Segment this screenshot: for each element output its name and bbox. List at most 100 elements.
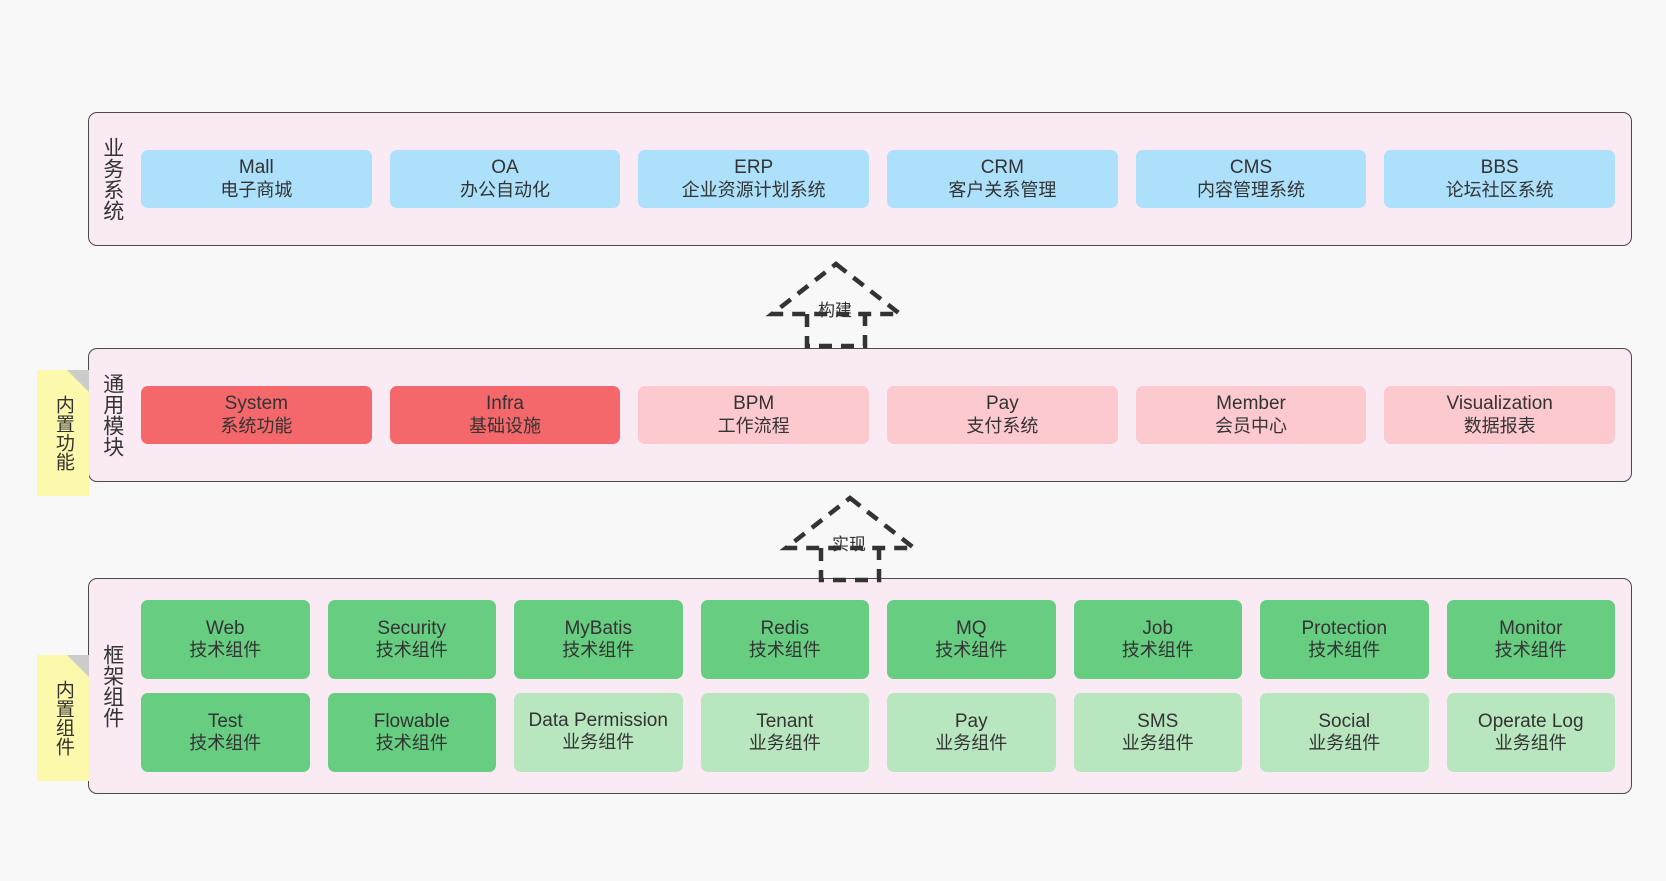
card-title-en: ERP bbox=[734, 157, 774, 179]
card-title-cn: 技术组件 bbox=[375, 733, 448, 754]
card-visualization[interactable]: Visualization 数据报表 bbox=[1384, 386, 1616, 444]
card-title-en: CRM bbox=[980, 157, 1024, 179]
note-builtin-feature: 内置功能 bbox=[37, 370, 89, 496]
card-bbs[interactable]: BBS 论坛社区系统 bbox=[1384, 150, 1616, 208]
card-title-cn: 技术组件 bbox=[375, 640, 448, 661]
connector-implement: 实现 bbox=[766, 492, 926, 584]
card-oa[interactable]: OA 办公自动化 bbox=[389, 150, 621, 208]
card-pay-biz[interactable]: Pay 业务组件 bbox=[887, 693, 1056, 772]
card-title-cn: 论坛社区系统 bbox=[1445, 179, 1554, 200]
layer-body-framework-component: Web 技术组件 Security 技术组件 MyBatis 技术组件 Redi… bbox=[135, 579, 1631, 793]
card-title-en: Visualization bbox=[1446, 393, 1553, 415]
layer-business-system: 业务系统 Mall 电子商城 OA 办公自动化 ERP 企业资源计划系统 CRM… bbox=[88, 112, 1632, 246]
card-cms[interactable]: CMS 内容管理系统 bbox=[1135, 150, 1367, 208]
card-crm[interactable]: CRM 客户关系管理 bbox=[887, 150, 1118, 208]
card-title-cn: 技术组件 bbox=[562, 640, 635, 661]
card-title-cn: 内容管理系统 bbox=[1197, 179, 1306, 200]
card-mall[interactable]: Mall 电子商城 bbox=[141, 150, 372, 208]
card-title-cn: 技术组件 bbox=[1308, 640, 1381, 661]
card-title-en: Protection bbox=[1301, 617, 1388, 639]
card-title-cn: 技术组件 bbox=[1494, 640, 1567, 661]
card-title-cn: 数据报表 bbox=[1463, 415, 1536, 436]
card-row: Mall 电子商城 OA 办公自动化 ERP 企业资源计划系统 CRM 客户关系… bbox=[141, 150, 1616, 208]
card-title-cn: 系统功能 bbox=[220, 415, 293, 436]
card-title-en: Mall bbox=[238, 157, 274, 179]
card-title-cn: 技术组件 bbox=[935, 640, 1008, 661]
card-title-cn: 电子商城 bbox=[220, 179, 293, 200]
connector-build: 构建 bbox=[752, 258, 912, 350]
card-tenant[interactable]: Tenant 业务组件 bbox=[700, 693, 869, 772]
card-security[interactable]: Security 技术组件 bbox=[327, 600, 496, 679]
layer-title-common-module: 通用模块 bbox=[100, 373, 124, 457]
card-bpm[interactable]: BPM 工作流程 bbox=[638, 386, 870, 444]
layer-body-business-system: Mall 电子商城 OA 办公自动化 ERP 企业资源计划系统 CRM 客户关系… bbox=[135, 113, 1631, 245]
card-title-cn: 客户关系管理 bbox=[948, 179, 1057, 200]
card-title-en: Flowable bbox=[373, 710, 450, 732]
card-title-cn: 工作流程 bbox=[717, 415, 790, 436]
card-title-cn: 业务组件 bbox=[562, 731, 635, 752]
card-operate-log[interactable]: Operate Log 业务组件 bbox=[1446, 693, 1615, 772]
card-title-en: BPM bbox=[733, 393, 775, 415]
card-row: Web 技术组件 Security 技术组件 MyBatis 技术组件 Redi… bbox=[141, 600, 1615, 679]
card-title-en: Social bbox=[1318, 710, 1371, 732]
card-test[interactable]: Test 技术组件 bbox=[141, 693, 310, 772]
card-system[interactable]: System 系统功能 bbox=[141, 386, 372, 444]
card-monitor[interactable]: Monitor 技术组件 bbox=[1446, 600, 1615, 679]
card-title-en: Web bbox=[205, 617, 245, 639]
note-label: 内置组件 bbox=[52, 680, 74, 756]
card-title-cn: 业务组件 bbox=[748, 733, 821, 754]
card-title-cn: 办公自动化 bbox=[460, 179, 550, 200]
card-title-en: SMS bbox=[1137, 710, 1179, 732]
card-member[interactable]: Member 会员中心 bbox=[1135, 386, 1367, 444]
layer-title-business-system: 业务系统 bbox=[100, 137, 124, 221]
card-title-cn: 技术组件 bbox=[1121, 640, 1194, 661]
card-protection[interactable]: Protection 技术组件 bbox=[1260, 600, 1429, 679]
layer-title-framework-component: 框架组件 bbox=[100, 644, 124, 728]
realization-arrow-icon bbox=[779, 495, 921, 583]
card-title-en: Member bbox=[1216, 393, 1286, 415]
card-redis[interactable]: Redis 技术组件 bbox=[700, 600, 869, 679]
card-title-cn: 业务组件 bbox=[1494, 733, 1567, 754]
card-infra[interactable]: Infra 基础设施 bbox=[389, 386, 621, 444]
card-row: Test 技术组件 Flowable 技术组件 Data Permission … bbox=[141, 693, 1615, 772]
card-pay[interactable]: Pay 支付系统 bbox=[887, 386, 1118, 444]
card-title-cn: 基础设施 bbox=[469, 415, 541, 436]
card-title-cn: 技术组件 bbox=[189, 640, 262, 661]
card-title-cn: 技术组件 bbox=[189, 733, 262, 754]
card-title-en: Pay bbox=[985, 393, 1019, 415]
card-title-cn: 业务组件 bbox=[935, 733, 1008, 754]
card-title-cn: 企业资源计划系统 bbox=[681, 179, 826, 200]
card-title-en: BBS bbox=[1480, 157, 1519, 179]
card-title-cn: 支付系统 bbox=[966, 415, 1039, 436]
card-title-en: Infra bbox=[485, 393, 525, 415]
card-sms[interactable]: SMS 业务组件 bbox=[1073, 693, 1242, 772]
note-fold-corner-icon bbox=[67, 370, 89, 392]
card-data-permission[interactable]: Data Permission 业务组件 bbox=[514, 693, 683, 772]
card-title-cn: 业务组件 bbox=[1308, 733, 1381, 754]
card-title-en: Pay bbox=[954, 710, 988, 732]
card-title-en: Redis bbox=[760, 617, 810, 639]
card-job[interactable]: Job 技术组件 bbox=[1073, 600, 1242, 679]
card-title-cn: 会员中心 bbox=[1215, 415, 1288, 436]
card-title-cn: 技术组件 bbox=[748, 640, 821, 661]
note-fold-corner-icon bbox=[67, 655, 89, 677]
card-title-en: Data Permission bbox=[528, 710, 668, 732]
card-flowable[interactable]: Flowable 技术组件 bbox=[327, 693, 496, 772]
card-web[interactable]: Web 技术组件 bbox=[141, 600, 310, 679]
note-label: 内置功能 bbox=[52, 395, 74, 471]
card-social[interactable]: Social 业务组件 bbox=[1260, 693, 1429, 772]
card-mybatis[interactable]: MyBatis 技术组件 bbox=[514, 600, 683, 679]
card-row: System 系统功能 Infra 基础设施 BPM 工作流程 Pay 支付系统… bbox=[141, 386, 1616, 444]
card-mq[interactable]: MQ 技术组件 bbox=[887, 600, 1056, 679]
card-title-en: System bbox=[224, 393, 289, 415]
card-title-en: CMS bbox=[1229, 157, 1273, 179]
connector-label-build: 构建 bbox=[818, 301, 852, 320]
card-title-en: Monitor bbox=[1499, 617, 1563, 639]
connector-label-implement: 实现 bbox=[832, 535, 866, 554]
card-title-en: Test bbox=[207, 710, 243, 732]
note-builtin-component: 内置组件 bbox=[37, 655, 89, 781]
card-title-en: OA bbox=[491, 157, 519, 179]
card-title-en: Security bbox=[377, 617, 447, 639]
card-title-en: Tenant bbox=[756, 710, 814, 732]
card-erp[interactable]: ERP 企业资源计划系统 bbox=[638, 150, 870, 208]
